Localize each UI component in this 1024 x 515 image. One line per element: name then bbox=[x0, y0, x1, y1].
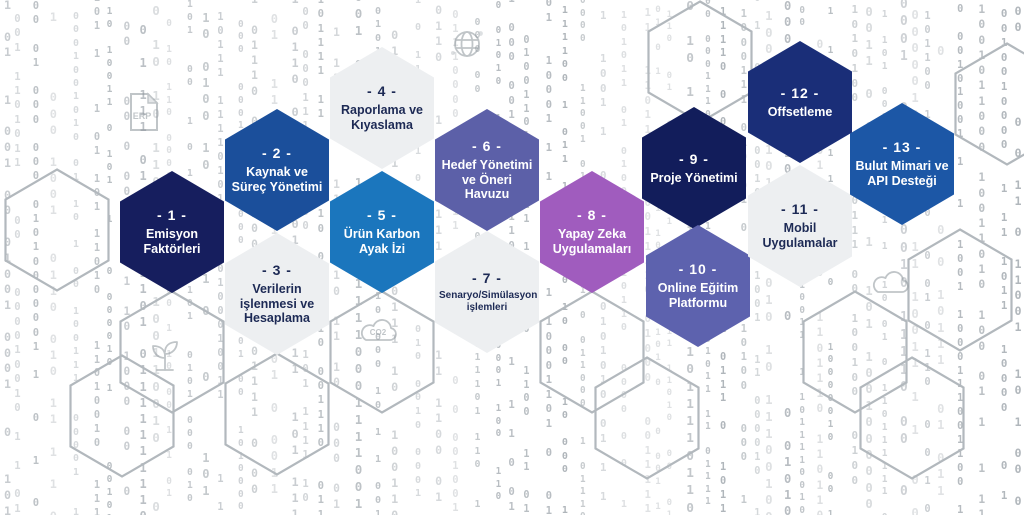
binary-column: 0 0 0 1 0 1 0 0 1 1 1 1 0 0 1 1 0 0 0 1 … bbox=[957, 3, 964, 515]
plant-icon bbox=[147, 334, 183, 379]
hexagon-title: Hedef Yönetimi ve Öneri Havuzu bbox=[441, 157, 533, 202]
hexagon-number: - 8 - bbox=[577, 207, 607, 224]
hexagon-title: Mobil Uygulamalar bbox=[762, 221, 838, 250]
empty-hexagon-outline bbox=[594, 356, 700, 480]
co2-label: CO2 bbox=[370, 328, 387, 337]
hexagon-4: - 4 - Raporlama ve Kıyaslama bbox=[330, 47, 434, 169]
binary-column: 1 0 1 1 1 0 1 1 0 1 1 1 0 1 0 1 1 0 1 0 … bbox=[93, 0, 101, 515]
hexagon-3: - 3 - Verilerin işlenmesi ve Hesaplama bbox=[225, 233, 329, 355]
hexagon-title: Senaryo/Simülasyon işlemleri bbox=[439, 289, 538, 314]
erp-label: ERP bbox=[133, 111, 152, 121]
empty-hexagon-outline bbox=[119, 290, 225, 414]
hexagon-number: - 13 - bbox=[882, 139, 922, 156]
empty-hexagon-outline bbox=[329, 290, 435, 414]
hexagon-5: - 5 - Ürün Karbon Ayak İzi bbox=[330, 171, 434, 293]
empty-hexagon-outline bbox=[907, 228, 1013, 352]
hexagon-title: Ürün Karbon Ayak İzi bbox=[343, 227, 421, 256]
hexagon-title: Online Eğitim Platformu bbox=[657, 281, 739, 310]
hexagon-title: Offsetleme bbox=[767, 104, 833, 119]
binary-column: 1 0 0 1 0 1 1 0 0 0 1 0 0 1 1 0 1 0 1 0 … bbox=[978, 3, 986, 515]
hexagon-number: - 12 - bbox=[780, 84, 820, 101]
binary-column: 0 0 0 0 1 1 0 1 1 0 0 1 1 0 1 0 0 0 bbox=[1014, 4, 1022, 508]
empty-hexagon-outline bbox=[859, 356, 965, 480]
empty-hexagon-outline bbox=[954, 42, 1024, 166]
hexagon-title: Yapay Zeka Uygulamaları bbox=[552, 227, 632, 256]
hexagon-title: Emisyon Faktörleri bbox=[143, 227, 201, 256]
hexagon-title: Raporlama ve Kıyaslama bbox=[341, 103, 423, 132]
erp-document-icon: ERP bbox=[127, 92, 161, 137]
binary-column: 1 0 0 0 1 0 0 1 0 1 1 0 0 1 0 1 1 1 1 0 … bbox=[49, 10, 57, 515]
binary-column: 0 0 1 0 0 1 0 0 0 0 1 1 1 1 0 1 1 1 0 0 … bbox=[1000, 7, 1008, 502]
hexagon-number: - 10 - bbox=[678, 261, 718, 278]
hexagon-number: - 6 - bbox=[472, 137, 502, 154]
empty-hexagon-outline bbox=[4, 168, 110, 292]
hexagon-number: - 7 - bbox=[472, 269, 502, 286]
globe-icon bbox=[447, 24, 487, 69]
hexagon-number: - 5 - bbox=[367, 207, 397, 224]
hexagon-title: Proje Yönetimi bbox=[650, 170, 738, 185]
hexagon-title: Verilerin işlenmesi ve Hesaplama bbox=[239, 281, 315, 326]
binary-column: 1 0 1 1 0 0 1 0 0 0 1 0 0 1 0 0 0 1 0 1 … bbox=[4, 0, 12, 515]
binary-column: 0 0 0 1 0 0 1 0 1 0 0 1 1 0 1 0 0 1 0 0 … bbox=[72, 11, 79, 515]
empty-hexagon-outline bbox=[69, 354, 175, 478]
hexagon-title: Bulut Mimari ve API Desteği bbox=[855, 159, 949, 188]
binary-column: 1 1 1 1 0 1 1 1 0 1 0 0 1 1 1 1 0 0 1 0 … bbox=[644, 6, 651, 515]
hexagon-number: - 4 - bbox=[367, 83, 397, 100]
hexagon-number: - 11 - bbox=[781, 201, 819, 218]
cloud-icon bbox=[867, 266, 913, 305]
hexagon-title: Kaynak ve Süreç Yönetimi bbox=[231, 165, 323, 194]
empty-hexagon-outline bbox=[802, 290, 908, 414]
binary-column: 0 0 0 1 0 0 0 0 0 0 0 1 0 1 0 0 0 0 0 0 … bbox=[32, 0, 40, 510]
empty-hexagon-outline bbox=[539, 290, 645, 414]
hexagon-number: - 2 - bbox=[262, 145, 292, 162]
empty-hexagon-outline bbox=[647, 0, 753, 124]
binary-column: 1 0 1 0 0 1 1 0 1 0 1 1 0 0 0 0 0 1 0 1 … bbox=[106, 6, 113, 515]
empty-hexagon-outline bbox=[224, 352, 330, 476]
binary-column: 0 0 1 1 1 0 1 0 1 1 0 0 0 0 0 0 1 0 0 1 … bbox=[14, 13, 21, 515]
hexagon-number: - 9 - bbox=[679, 150, 709, 167]
co2-cloud-icon: CO2 bbox=[355, 314, 401, 353]
hexagon-number: - 3 - bbox=[262, 261, 292, 278]
hexagon-number: - 1 - bbox=[157, 207, 187, 224]
binary-column: 1 0 1 0 1 0 0 1 1 0 1 1 1 0 0 1 0 0 1 0 … bbox=[851, 3, 859, 487]
